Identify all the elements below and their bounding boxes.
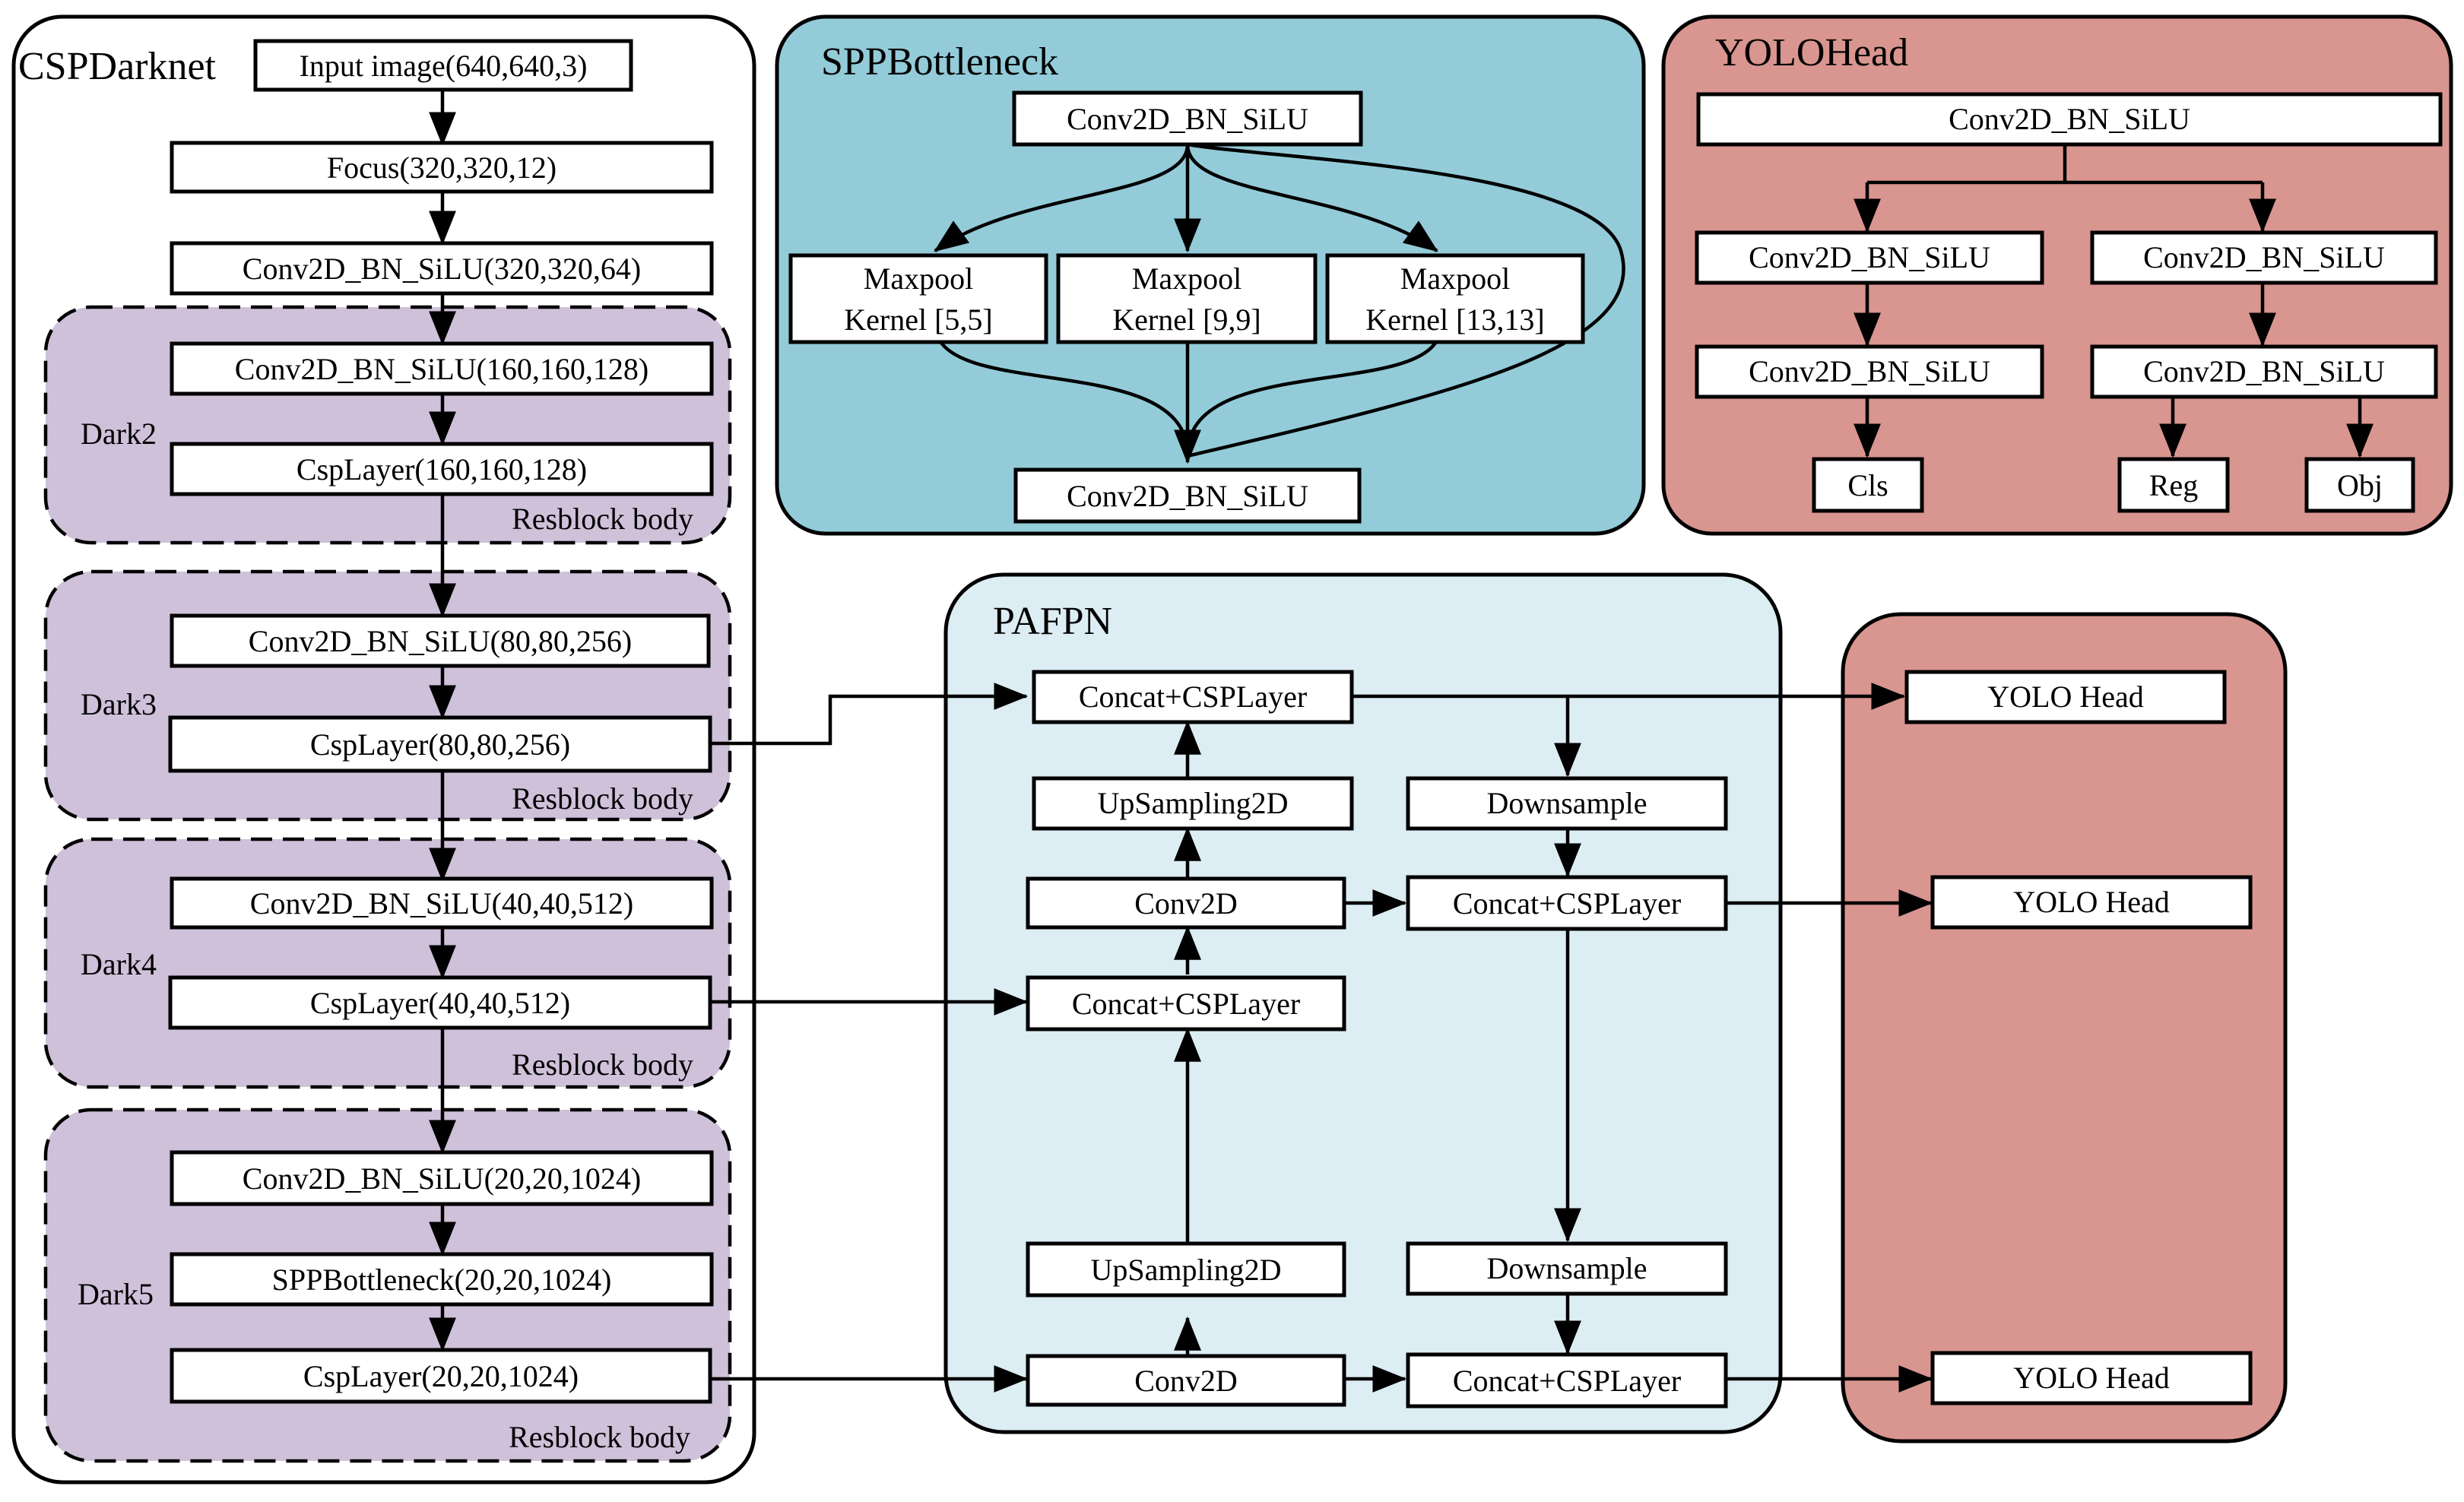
- dark4-csp-node: CspLayer(40,40,512): [168, 975, 712, 1030]
- yolohead-conv-top-text: Conv2D_BN_SiLU: [1949, 102, 2190, 136]
- pafpn-conv-bottom-text: Conv2D: [1134, 1364, 1238, 1398]
- dark5-label: Dark5: [78, 1277, 154, 1311]
- spp-maxpool-13-kernel: Kernel [13,13]: [1365, 303, 1544, 337]
- yolohead-title: YOLOHead: [1715, 31, 1908, 74]
- yolohead-right-conv1-text: Conv2D_BN_SiLU: [2143, 240, 2385, 274]
- spp-conv-top-node: Conv2D_BN_SiLU: [1012, 90, 1363, 147]
- pafpn-downsample-top-text: Downsample: [1486, 786, 1647, 820]
- yolo-head-3-text: YOLO Head: [2013, 1361, 2170, 1395]
- yolohead-right-conv2-text: Conv2D_BN_SiLU: [2143, 354, 2385, 388]
- dark5-resblock-label: Resblock body: [509, 1420, 690, 1454]
- dark5-spp-text: SPPBottleneck(20,20,1024): [272, 1263, 612, 1297]
- pafpn-upsampling-top-node: UpSampling2D: [1032, 776, 1354, 831]
- yolohead-left-conv2-node: Conv2D_BN_SiLU: [1695, 344, 2044, 399]
- spp-maxpool-5-node: Maxpool Kernel [5,5]: [788, 253, 1048, 344]
- pafpn-concat-top-node: Concat+CSPLayer: [1032, 670, 1354, 724]
- input-image-node: Input image(640,640,3): [253, 39, 633, 92]
- spp-maxpool-9-node: Maxpool Kernel [9,9]: [1056, 253, 1318, 344]
- focus-text: Focus(320,320,12): [327, 151, 557, 185]
- pafpn-title: PAFPN: [993, 600, 1112, 643]
- yolohead-conv-top-node: Conv2D_BN_SiLU: [1696, 92, 2443, 147]
- pafpn-concat-top-text: Concat+CSPLayer: [1079, 680, 1307, 714]
- dark4-label: Dark4: [81, 947, 157, 981]
- pafpn-downsample-top-node: Downsample: [1406, 776, 1728, 831]
- dark2-csp-node: CspLayer(160,160,128): [170, 442, 714, 496]
- spp-conv-bottom-text: Conv2D_BN_SiLU: [1067, 479, 1308, 513]
- spp-conv-bottom-node: Conv2D_BN_SiLU: [1013, 467, 1362, 524]
- conv-stem-text: Conv2D_BN_SiLU(320,320,64): [243, 252, 641, 286]
- dark3-conv-text: Conv2D_BN_SiLU(80,80,256): [249, 624, 632, 658]
- yolo-head-3-node: YOLO Head: [1930, 1351, 2253, 1405]
- yolo-head-1-node: YOLO Head: [1904, 670, 2227, 724]
- pafpn-concat-right-mid-node: Concat+CSPLayer: [1406, 875, 1728, 931]
- dark2-resblock-label: Resblock body: [512, 502, 693, 536]
- pafpn-upsampling-bottom-node: UpSampling2D: [1026, 1241, 1346, 1298]
- dark3-csp-node: CspLayer(80,80,256): [168, 715, 712, 773]
- spp-maxpool-13-title: Maxpool: [1400, 261, 1510, 296]
- dark3-csp-text: CspLayer(80,80,256): [310, 727, 570, 762]
- yolohead-obj-node: Obj: [2304, 457, 2415, 513]
- yolohead-left-conv1-text: Conv2D_BN_SiLU: [1749, 240, 1990, 274]
- dark2-conv-node: Conv2D_BN_SiLU(160,160,128): [170, 341, 714, 396]
- pafpn-conv-bottom-node: Conv2D: [1026, 1354, 1346, 1407]
- pafpn-conv-mid-text: Conv2D: [1134, 886, 1238, 921]
- dark3-conv-node: Conv2D_BN_SiLU(80,80,256): [170, 613, 711, 668]
- dark2-csp-text: CspLayer(160,160,128): [297, 452, 587, 486]
- dark3-label: Dark3: [81, 687, 157, 721]
- pafpn-downsample-bottom-node: Downsample: [1406, 1241, 1728, 1296]
- yolo-head-2-node: YOLO Head: [1930, 875, 2253, 930]
- spp-maxpool-13-node: Maxpool Kernel [13,13]: [1325, 253, 1585, 344]
- connectors: [429, 88, 2374, 1393]
- dark4-resblock-label: Resblock body: [512, 1047, 693, 1082]
- pafpn-downsample-bottom-text: Downsample: [1486, 1251, 1647, 1285]
- yolohead-cls-text: Cls: [1847, 468, 1888, 502]
- dark5-conv-node: Conv2D_BN_SiLU(20,20,1024): [170, 1150, 714, 1206]
- spp-maxpool-9-kernel: Kernel [9,9]: [1112, 303, 1261, 337]
- dark5-conv-text: Conv2D_BN_SiLU(20,20,1024): [243, 1161, 641, 1196]
- dark2-label: Dark2: [81, 417, 157, 451]
- dark3-resblock-label: Resblock body: [512, 781, 693, 816]
- dark5-csp-text: CspLayer(20,20,1024): [303, 1359, 579, 1393]
- conv-stem-node: Conv2D_BN_SiLU(320,320,64): [170, 241, 714, 296]
- pafpn-concat-mid-node: Concat+CSPLayer: [1026, 975, 1346, 1031]
- yolohead-left-conv2-text: Conv2D_BN_SiLU: [1749, 354, 1990, 388]
- focus-node: Focus(320,320,12): [170, 141, 714, 194]
- pafpn-concat-mid-text: Concat+CSPLayer: [1072, 987, 1300, 1021]
- pafpn-upsampling-top-text: UpSampling2D: [1097, 786, 1288, 820]
- yolo-head-1-text: YOLO Head: [1987, 680, 2144, 714]
- yolohead-cls-node: Cls: [1812, 457, 1924, 513]
- yolohead-obj-text: Obj: [2337, 468, 2383, 502]
- yolohead-reg-text: Reg: [2149, 468, 2198, 502]
- pafpn-conv-mid-node: Conv2D: [1026, 876, 1346, 930]
- spp-maxpool-9-title: Maxpool: [1132, 261, 1242, 296]
- yolohead-right-conv2-node: Conv2D_BN_SiLU: [2090, 344, 2438, 399]
- pafpn-concat-right-mid-text: Concat+CSPLayer: [1453, 886, 1681, 921]
- dark4-conv-node: Conv2D_BN_SiLU(40,40,512): [170, 876, 714, 930]
- pafpn-concat-right-bottom-text: Concat+CSPLayer: [1453, 1364, 1681, 1398]
- yolohead-left-conv1-node: Conv2D_BN_SiLU: [1695, 230, 2044, 285]
- nodes: Input image(640,640,3) Focus(320,320,12)…: [168, 39, 2443, 1409]
- input-image-text: Input image(640,640,3): [300, 49, 588, 83]
- spp-maxpool-5-kernel: Kernel [5,5]: [844, 303, 992, 337]
- sppbottleneck-title: SPPBottleneck: [821, 40, 1058, 84]
- yolo-head-2-text: YOLO Head: [2013, 885, 2170, 919]
- dark2-conv-text: Conv2D_BN_SiLU(160,160,128): [235, 352, 649, 386]
- dark5-csp-node: CspLayer(20,20,1024): [170, 1348, 712, 1404]
- pafpn-concat-right-bottom-node: Concat+CSPLayer: [1406, 1352, 1728, 1409]
- dark5-spp-node: SPPBottleneck(20,20,1024): [170, 1252, 714, 1307]
- yolohead-right-conv1-node: Conv2D_BN_SiLU: [2090, 230, 2438, 285]
- yolo-heads-panel: [1841, 612, 2288, 1443]
- dark4-conv-text: Conv2D_BN_SiLU(40,40,512): [250, 886, 633, 921]
- spp-maxpool-5-title: Maxpool: [864, 261, 973, 296]
- yolohead-reg-node: Reg: [2117, 457, 2230, 513]
- pafpn-upsampling-bottom-text: UpSampling2D: [1090, 1253, 1281, 1287]
- dark4-csp-text: CspLayer(40,40,512): [310, 986, 570, 1020]
- cspdarknet-title: CSPDarknet: [18, 45, 217, 88]
- spp-conv-top-text: Conv2D_BN_SiLU: [1067, 102, 1308, 136]
